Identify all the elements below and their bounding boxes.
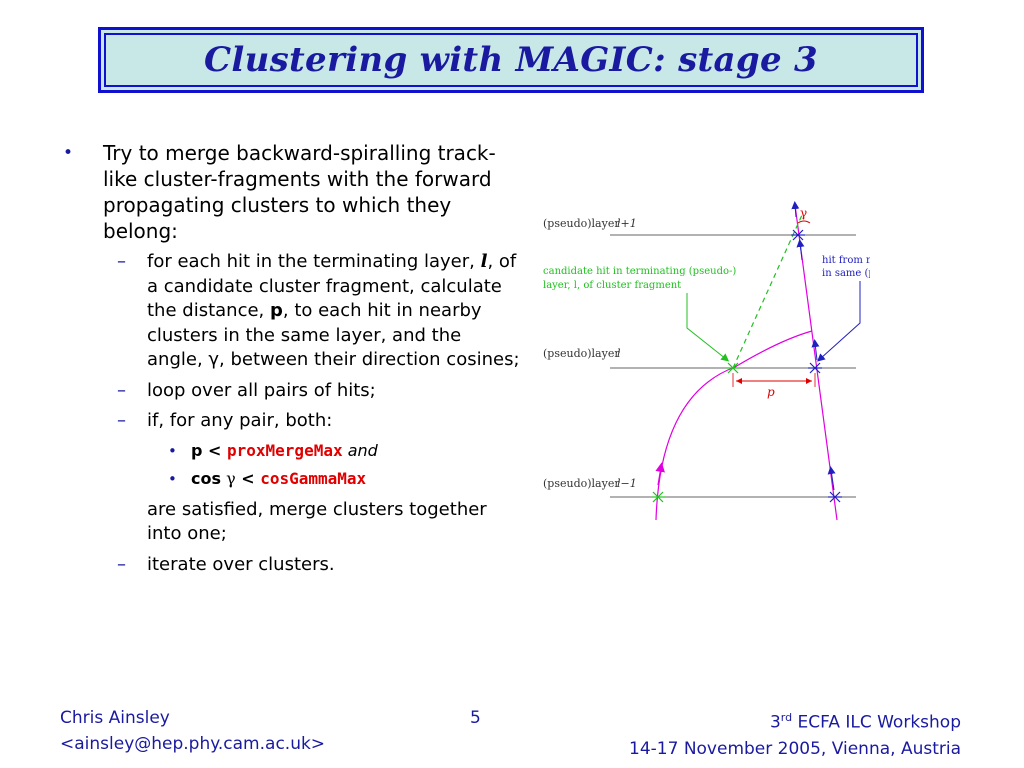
sub4-text: iterate over clusters. xyxy=(147,553,335,575)
conditions-continuation: are satisfied, merge clusters together i… xyxy=(147,498,487,545)
track-arrow-1 xyxy=(827,466,836,491)
candidate-annotation-1: candidate hit in terminating (pseudo-) xyxy=(543,266,736,277)
footer-conference: 3rd ECFA ILC Workshop 14-17 November 200… xyxy=(629,705,961,762)
candidate-annotation-2: layer, l, of cluster fragment xyxy=(543,280,681,291)
sub1-p: p xyxy=(269,300,283,321)
dash-icon: – xyxy=(117,379,126,401)
cond1-value: proxMergeMax xyxy=(227,440,343,460)
sub2-text: loop over all pairs of hits; xyxy=(147,379,376,401)
conference-name: 3rd ECFA ILC Workshop xyxy=(629,705,961,736)
conf-sup: rd xyxy=(780,711,793,724)
sub-bullet-loop: – loop over all pairs of hits; xyxy=(60,379,520,404)
sub1-text-a: for each hit in the terminating layer, xyxy=(147,251,481,272)
track-arrow-3 xyxy=(796,239,805,261)
cond2-lhs: cos xyxy=(191,468,221,488)
bullet-dot-icon: • xyxy=(63,143,74,163)
main-bullet-text: Try to merge backward-spiralling track-l… xyxy=(103,141,496,243)
bullet-dot-icon: • xyxy=(168,469,177,488)
clustering-diagram: (pseudo)layer l+1 (pseudo)layer l (pseud… xyxy=(543,201,870,521)
dash-icon: – xyxy=(117,553,126,575)
cond2-gamma: γ xyxy=(226,468,236,488)
layer-label-mid: (pseudo)layer xyxy=(543,347,620,360)
conf-pre: 3 xyxy=(769,712,781,733)
nearby-pointer xyxy=(817,281,861,362)
dash-icon: – xyxy=(117,410,126,431)
sub1-l: l xyxy=(480,251,488,272)
nearby-annotation-1: hit from nearby cluster xyxy=(822,255,870,266)
sub1-text-c: , to each hit in nearby clusters in the … xyxy=(147,300,520,370)
direction-extrapolation xyxy=(732,214,803,369)
sub1-text-b: , of a candidate cluster fragment, calcu… xyxy=(147,251,517,321)
hit-candidate xyxy=(726,362,740,374)
title-box: Clustering with MAGIC: stage 3 xyxy=(98,27,924,93)
cond1-lhs: p xyxy=(191,440,203,460)
condition-proximity: • p < proxMergeMax and xyxy=(60,440,520,462)
candidate-fragment-curve xyxy=(655,330,813,521)
conference-date: 14-17 November 2005, Vienna, Austria xyxy=(629,738,961,759)
author-name: Chris Ainsley xyxy=(60,708,170,728)
p-label: p xyxy=(767,385,775,399)
gamma-label: γ xyxy=(800,206,807,220)
footer-page-number: 5 xyxy=(470,708,481,728)
condition-angle: • cos γ < cosGammaMax xyxy=(60,468,520,490)
cond1-and: and xyxy=(347,440,378,460)
gamma-arc xyxy=(797,220,811,224)
slide-title: Clustering with MAGIC: stage 3 xyxy=(204,40,818,80)
cond1-op: < xyxy=(202,440,227,460)
sub-bullet-if: – if, for any pair, both: xyxy=(60,409,520,434)
footer-author: Chris Ainsley <ainsley@hep.phy.cam.ac.uk… xyxy=(60,705,325,757)
nearby-annotation-2: in same (pseudo)layer, l xyxy=(822,268,870,279)
sub-bullet-iterate: – iterate over clusters. xyxy=(60,553,520,578)
slide-content: • Try to merge backward-spiralling track… xyxy=(60,140,520,577)
hit-bottom-left xyxy=(651,491,665,503)
layer-label-top: (pseudo)layer xyxy=(543,217,620,230)
dash-icon: – xyxy=(117,251,126,272)
conf-post: ECFA ILC Workshop xyxy=(792,712,961,733)
hit-bottom-right xyxy=(828,491,842,503)
track-arrow-2 xyxy=(811,339,820,361)
layer-index-top: l+1 xyxy=(617,217,637,230)
bullet-dot-icon: • xyxy=(168,441,177,460)
track-top-arrow xyxy=(791,201,800,218)
author-email: <ainsley@hep.phy.cam.ac.uk> xyxy=(60,734,326,754)
main-bullet: • Try to merge backward-spiralling track… xyxy=(60,140,520,244)
layer-index-bot: l−1 xyxy=(617,477,637,490)
cond2-op: < xyxy=(235,468,261,488)
layer-index-mid: l xyxy=(617,347,621,360)
layer-label-bot: (pseudo)layer xyxy=(543,477,620,490)
hit-top xyxy=(791,229,805,241)
sub3-text: if, for any pair, both: xyxy=(147,410,333,431)
candidate-pointer xyxy=(686,293,730,362)
cond2-value: cosGammaMax xyxy=(260,468,367,488)
fragment-arrow xyxy=(655,462,665,486)
hit-nearby xyxy=(808,362,822,374)
sub-bullet-distance: – for each hit in the terminating layer,… xyxy=(60,250,520,373)
